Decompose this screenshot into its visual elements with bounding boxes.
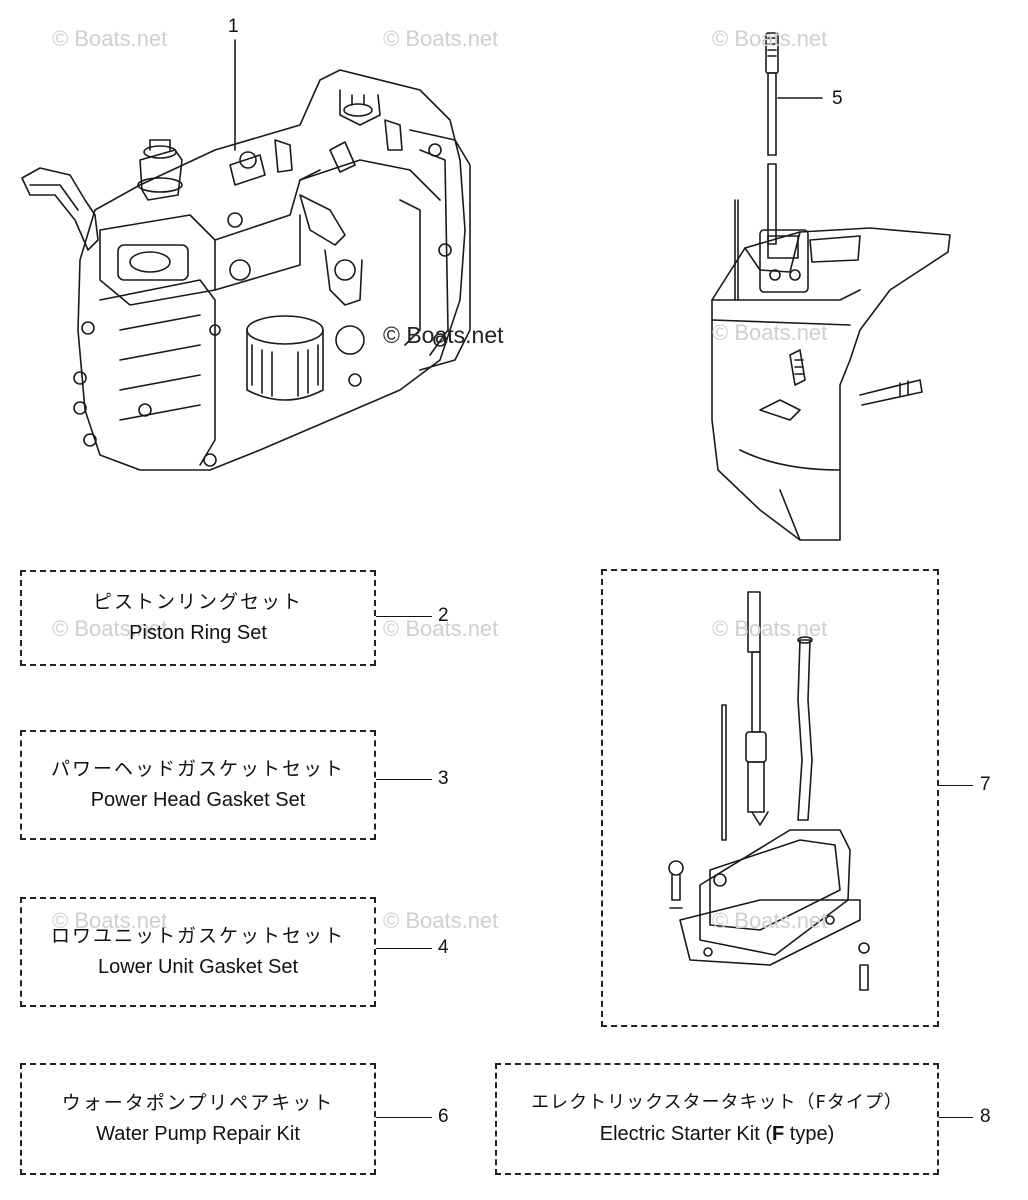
- watermark: © Boats.net: [712, 908, 828, 933]
- power-head-illustration: [21, 69, 471, 471]
- leader-line-4: [376, 948, 432, 949]
- kit-box-electric-starter-kit: エレクトリックスタータキット（Fタイプ） Electric Starter Ki…: [495, 1063, 939, 1175]
- kit-label-en: Lower Unit Gasket Set: [97, 956, 299, 978]
- kit-label-en: Power Head Gasket Set: [90, 789, 306, 811]
- watermark: © Boats.net: [712, 320, 828, 345]
- leader-line-2: [376, 616, 432, 617]
- callout-4: 4: [438, 937, 449, 958]
- watermark: © Boats.net: [383, 26, 499, 51]
- kit-label-en: Electric Starter Kit (F type): [600, 1118, 835, 1150]
- watermark: © Boats.net: [383, 616, 499, 641]
- leader-line-8: [939, 1117, 973, 1118]
- kit-label-en-pre: Electric Starter Kit (: [599, 1123, 772, 1145]
- kit-box-piston-ring-set: ピストンリングセット Piston Ring Set: [20, 570, 376, 666]
- kit-label-en-bold: F: [772, 1123, 785, 1145]
- drive-shaft-illustration: [765, 32, 779, 245]
- callout-8: 8: [980, 1106, 991, 1127]
- water-pump-kit-illustration: [668, 591, 870, 991]
- kit-box-water-pump-repair-kit: ウォータポンプリペアキット Water Pump Repair Kit: [20, 1063, 376, 1175]
- kit-label-ja: パワーヘッドガスケットセット: [50, 758, 345, 780]
- kit-label-ja: エレクトリックスタータキット（Fタイプ）: [531, 1092, 903, 1113]
- kit-box-water-pump-assembly: [601, 569, 939, 1027]
- kit-label-ja: ウォータポンプリペアキット: [61, 1092, 335, 1114]
- watermark: © Boats.net: [52, 908, 168, 933]
- lower-unit-illustration: [711, 199, 951, 541]
- leader-line-6: [376, 1117, 432, 1118]
- callout-6: 6: [438, 1106, 449, 1127]
- leader-line-7: [939, 785, 973, 786]
- kit-label-ja: ロワユニットガスケットセット: [50, 925, 345, 947]
- kit-label-en: Water Pump Repair Kit: [96, 1123, 300, 1145]
- watermark: © Boats.net: [383, 908, 499, 933]
- watermark: © Boats.net: [712, 26, 828, 51]
- callout-5: 5: [832, 88, 843, 109]
- kit-label-en-post: type): [784, 1123, 835, 1145]
- leader-line-3: [376, 779, 432, 780]
- kit-box-lower-unit-gasket-set: ロワユニットガスケットセット Lower Unit Gasket Set: [20, 897, 376, 1007]
- watermark: © Boats.net: [52, 616, 168, 641]
- watermark-main: © Boats.net: [383, 322, 504, 348]
- kit-label-en: Piston Ring Set: [129, 622, 267, 644]
- callout-2: 2: [438, 605, 449, 626]
- kit-box-power-head-gasket-set: パワーヘッドガスケットセット Power Head Gasket Set: [20, 730, 376, 840]
- kit-label-ja: ピストンリングセット: [92, 591, 303, 613]
- callout-1: 1: [228, 16, 239, 37]
- watermark: © Boats.net: [712, 616, 828, 641]
- callout-3: 3: [438, 768, 449, 789]
- watermark: © Boats.net: [52, 26, 168, 51]
- callout-7: 7: [980, 774, 991, 795]
